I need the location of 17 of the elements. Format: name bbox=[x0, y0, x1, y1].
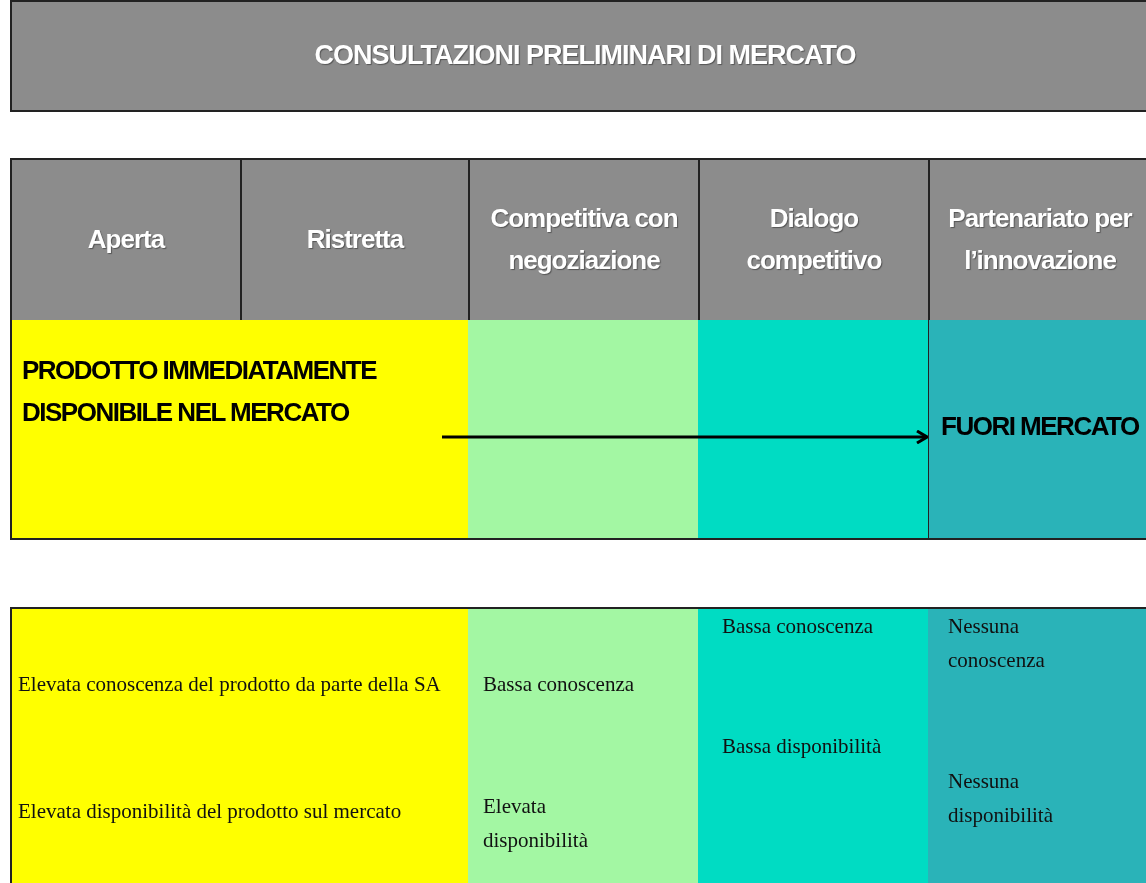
column-header: Ristretta bbox=[240, 158, 470, 322]
cell-text: Bassa conoscenza bbox=[722, 613, 875, 640]
column-header: Competitiva con negoziazione bbox=[468, 158, 700, 322]
cell-text: Nessuna conoscenza bbox=[948, 613, 1046, 674]
cell-text: Bassa disponibilità bbox=[722, 733, 882, 760]
column-header: Aperta bbox=[10, 158, 242, 322]
title-banner: CONSULTAZIONI PRELIMINARI DI MERCATO bbox=[10, 0, 1146, 112]
cell-text: Elevata conoscenza del prodotto da parte della SA bbox=[18, 671, 442, 698]
cell-text: Elevata disponibilità del prodotto sul mercato bbox=[18, 798, 403, 825]
column-header: Dialogo competitivo bbox=[698, 158, 930, 322]
table-cell: FUORI MERCATO bbox=[928, 320, 1146, 540]
cell-text: Bassa conoscenza bbox=[483, 671, 636, 698]
column-header: Partenariato per l’innovazione bbox=[928, 158, 1146, 322]
row-label: PRODOTTO IMMEDIATAMENTE DISPONIBILE NEL MERCATO bbox=[22, 350, 442, 434]
cell-text: Elevata disponibilità bbox=[483, 793, 589, 854]
arrow bbox=[442, 429, 929, 445]
cell-text: Nessuna disponibilità bbox=[948, 768, 1054, 829]
